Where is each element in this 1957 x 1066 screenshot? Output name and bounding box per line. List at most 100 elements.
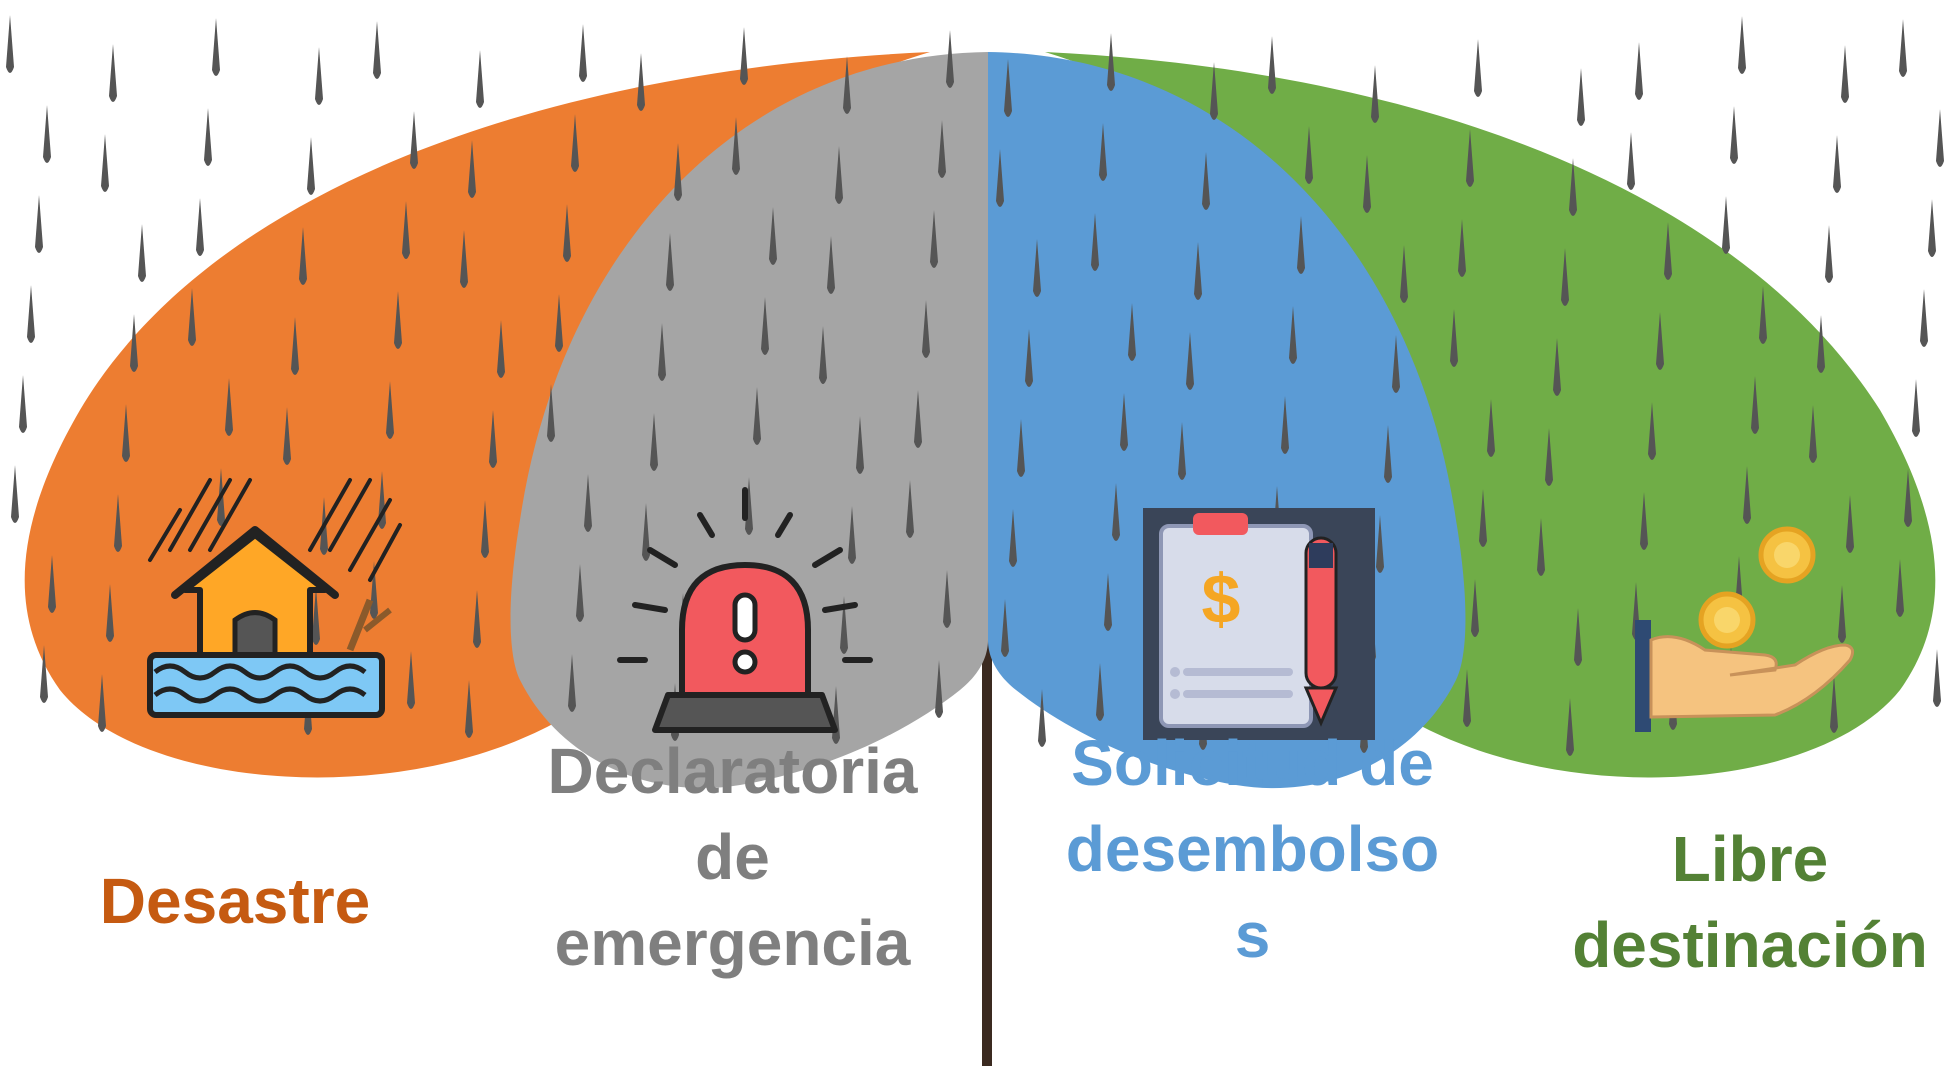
rain-drop [650,413,658,471]
rain-drop [1553,338,1561,396]
rain-drop [1038,689,1046,747]
rain-drop [1566,698,1574,756]
rain-drop [835,146,843,204]
rain-drop [840,596,848,654]
rain-drop [6,15,14,73]
rain-drop [1561,248,1569,306]
rain-drop [946,30,954,88]
rain-drop [1577,68,1585,126]
rain-drop [1809,405,1817,463]
label-desastre: Desastre [99,865,371,937]
rain-drop [101,134,109,192]
rain-drop [1825,225,1833,283]
rain-drop [481,500,489,558]
rain-drop [497,320,505,378]
rain-drop [843,56,851,114]
rain-drop [1091,213,1099,271]
rain-drop [674,143,682,201]
rain-drop [1289,306,1297,364]
rain-drop [204,108,212,166]
rain-drop [98,674,106,732]
rain-drop [935,660,943,718]
rain-drop [1545,428,1553,486]
rain-drop [1017,419,1025,477]
rain-drop [1627,132,1635,190]
rain-drop [1479,489,1487,547]
rain-drop [1471,579,1479,637]
label-declaratoria-de-emergencia: Declaratoria de emergencia [547,735,918,979]
rain-drop [1463,669,1471,727]
label-libre-destinacion: Libre destinación [1572,823,1928,981]
panel-declaratoria [510,52,988,789]
rain-drop [138,224,146,282]
invoice-clipboard-icon: $ [1143,508,1375,740]
rain-drop [1363,155,1371,213]
rain-drop [1936,109,1944,167]
rain-drop [1466,129,1474,187]
rain-drop [212,18,220,76]
rain-drop [291,317,299,375]
rain-drop [1846,495,1854,553]
rain-drop [827,236,835,294]
rain-drop [1128,303,1136,361]
rain-drop [1899,19,1907,77]
rain-drop [769,207,777,265]
rain-drop [1107,33,1115,91]
rain-drop [1096,663,1104,721]
rain-drop [1743,466,1751,524]
rain-drop [1099,123,1107,181]
rain-drop [312,587,320,645]
rain-drop [307,137,315,195]
rain-drop [1656,312,1664,370]
svg-text:$: $ [1202,560,1241,638]
rain-drop [637,53,645,111]
rain-drop [1833,135,1841,193]
rain-drop [460,230,468,288]
rain-drop [856,416,864,474]
rain-drop [1635,42,1643,100]
rain-drop [1450,309,1458,367]
rain-drop [11,465,19,523]
rain-drop [1210,62,1218,120]
rain-drop [370,561,378,619]
rain-drop [819,326,827,384]
rain-drop [1305,126,1313,184]
rain-drop [1194,242,1202,300]
rain-drop [1841,45,1849,103]
rain-drop [1186,332,1194,390]
rain-drop [225,378,233,436]
rain-drop [188,288,196,346]
rain-drop [122,404,130,462]
rain-drop [761,297,769,355]
rain-drop [1384,425,1392,483]
rain-drop [1001,599,1009,657]
rain-drop [196,198,204,256]
rain-drop [19,375,27,433]
rain-drop [1920,289,1928,347]
rain-drop [906,480,914,538]
rain-drop [753,387,761,445]
rain-drop [1268,36,1276,94]
rain-drop [1376,515,1384,573]
rain-drop [106,584,114,642]
rain-drop [579,24,587,82]
rain-drop [1933,649,1941,707]
rain-drop [402,201,410,259]
rain-drop [1759,286,1767,344]
rain-drop [43,105,51,163]
umbrella-pole [982,640,992,1066]
rain-drop [1574,608,1582,666]
rain-drop [109,44,117,102]
rain-drop [315,47,323,105]
rain-drop [373,21,381,79]
rain-drop [1928,199,1936,257]
rain-drop [914,390,922,448]
rain-drop [48,555,56,613]
rain-drop [1730,106,1738,164]
rain-drop [468,140,476,198]
rain-drop [1400,245,1408,303]
rain-drop [1458,219,1466,277]
rain-drop [35,195,43,253]
